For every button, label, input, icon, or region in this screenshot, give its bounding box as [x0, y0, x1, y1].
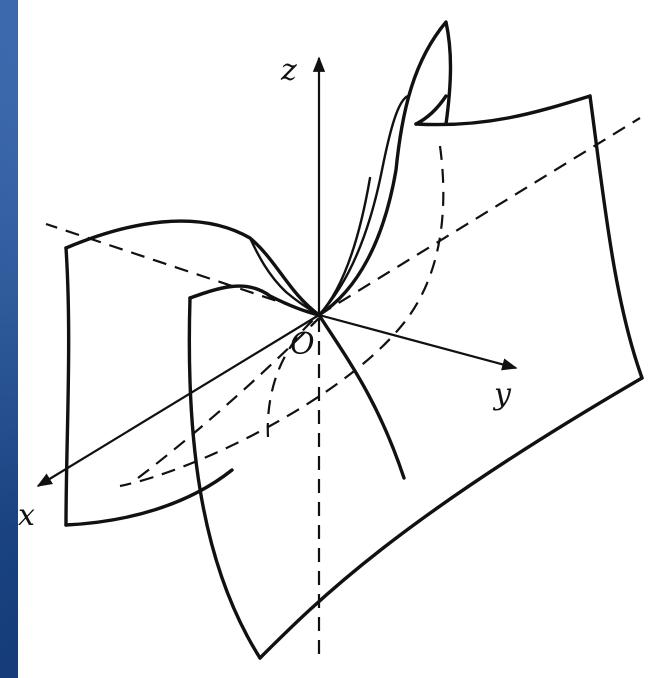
- hidden-section-back: [119, 145, 445, 488]
- x-axis-label: x: [18, 498, 35, 533]
- surface-front-left: [187, 296, 262, 660]
- hidden-section-front: [266, 314, 320, 438]
- surface-left-edge: [64, 246, 71, 527]
- saddle-surface-diagram: z y x O: [18, 20, 644, 660]
- surface-front-bottom: [258, 376, 644, 660]
- hidden-section-left: [137, 317, 320, 479]
- surface-rising-sheet-inner: [317, 94, 410, 317]
- y-axis: [318, 313, 518, 371]
- z-axis-label: z: [280, 53, 297, 88]
- surface-front-curl: [188, 284, 321, 317]
- surface-rising-sheet-outer: [317, 20, 453, 317]
- surface-left-ridge: [248, 236, 321, 317]
- surface-rising-sheet-mid: [317, 176, 372, 317]
- surface-right-top: [414, 94, 592, 127]
- x-axis: [36, 314, 320, 487]
- surface-left-bottom: [64, 468, 234, 527]
- figure-panel: z y x O: [18, 0, 650, 678]
- surface-tip-right: [414, 94, 448, 126]
- surface-right-edge: [588, 94, 644, 380]
- surface-center-fold: [317, 313, 406, 480]
- y-axis-back: [318, 117, 641, 316]
- y-axis-label: y: [492, 377, 512, 412]
- origin-label: O: [290, 327, 315, 362]
- surface-left-flap: [64, 219, 321, 317]
